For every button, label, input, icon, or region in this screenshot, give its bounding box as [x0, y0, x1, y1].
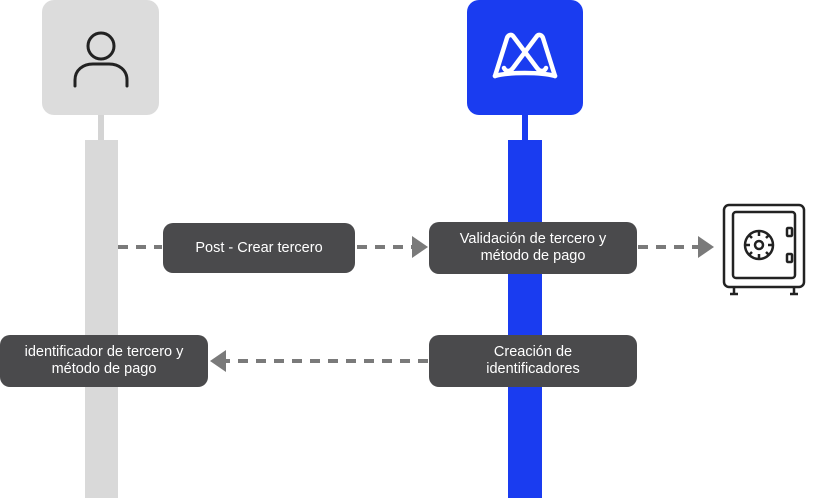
user-actor	[42, 0, 159, 115]
user-stem	[98, 115, 104, 140]
safe-icon	[722, 203, 806, 296]
arrowhead-validation	[698, 236, 714, 258]
brand-logo-icon	[492, 32, 558, 78]
message-validation: Validación de tercero y método de pago	[429, 222, 637, 274]
arrowhead-post	[412, 236, 428, 258]
user-lifeline	[85, 140, 118, 498]
app-stem	[522, 115, 528, 140]
message-validation-label: Validación de tercero y método de pago	[459, 231, 607, 264]
user-icon	[73, 31, 128, 87]
message-identifier-label: identificador de tercero y método de pag…	[24, 344, 184, 377]
message-creation: Creación de identificadores	[429, 335, 637, 387]
arrowhead-identifier	[210, 350, 226, 372]
app-actor	[467, 0, 583, 115]
message-post-create-label: Post - Crear tercero	[195, 239, 323, 256]
message-identifier: identificador de tercero y método de pag…	[0, 335, 208, 387]
message-post-create: Post - Crear tercero	[163, 223, 355, 273]
message-creation-label: Creación de identificadores	[486, 344, 580, 377]
app-lifeline	[508, 140, 542, 498]
